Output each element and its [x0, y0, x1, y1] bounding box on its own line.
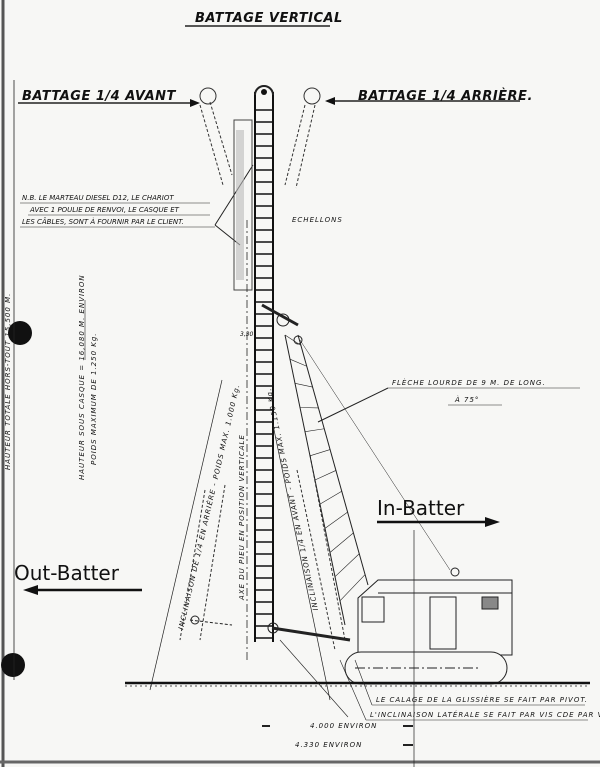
boom — [261, 303, 369, 626]
pivot-note: LE CALAGE DE LA GLISSIÈRE SE FAIT PAR PI… — [376, 695, 588, 704]
boom-lattice-member — [319, 490, 342, 505]
boom-lattice-member — [309, 449, 331, 457]
small-dimension: 3,30 — [240, 331, 254, 338]
boom-lattice-member — [339, 574, 366, 602]
rear-batter-label: BATTAGE 1/4 ARRIÈRE. — [358, 88, 533, 104]
in-batter-arrow-icon — [485, 517, 500, 527]
out-batter-annotation: Out-Batter — [14, 561, 120, 585]
max-weight-label: POIDS MAXIMUM DE 1.250 Kg. — [90, 332, 98, 465]
leader-mast — [254, 85, 274, 642]
guide-arm — [189, 615, 351, 642]
nb-line: N.B. LE MARTEAU DIESEL D12, LE CHARIOT — [22, 194, 174, 202]
boom-lattice-member — [334, 553, 360, 577]
total-height-label: HAUTEUR TOTALE HORS-TOUT 15,500 M. — [4, 293, 12, 470]
rear-inclined-leader — [284, 87, 321, 189]
front-batter-label: BATTAGE 1/4 AVANT — [22, 89, 177, 104]
nb-line: AVEC 1 POULIE DE RENVOI, LE CASQUE ET — [29, 206, 180, 214]
dimension-4000: 4.000 ENVIRON — [310, 722, 377, 730]
diagram-title: BATTAGE VERTICAL — [195, 11, 343, 26]
boom-lattice-member — [329, 532, 354, 553]
boom-lattice-member — [324, 511, 348, 529]
nb-line: LES CÂBLES, SONT À FOURNIR PAR LE CLIENT… — [22, 217, 184, 226]
boom-lattice-member — [314, 470, 337, 481]
boom-angle-label: À 75° — [454, 395, 479, 404]
height-under-cap-label: HAUTEUR SOUS CASQUE = 16,080 M. ENVIRON — [78, 274, 86, 480]
crawler-crane — [344, 567, 513, 685]
lateral-note: L'INCLINAISON LATÉRALE SE FAIT PAR VIS C… — [370, 710, 600, 719]
boom-lattice-member — [289, 358, 307, 367]
front-inclined-leader — [199, 87, 233, 186]
boom-lattice-member — [304, 428, 325, 432]
out-batter-arrow-icon — [23, 585, 38, 595]
diesel-hammer — [233, 119, 253, 291]
boom-lattice-member — [294, 383, 313, 388]
pile-axis-label: AXE DU PIEU EN POSITION VERTICALE — [238, 434, 246, 601]
punch-hole — [1, 653, 25, 677]
in-batter-annotation: In-Batter — [377, 496, 465, 520]
rear-incline-label: INCLINAISON DE 1/4 EN ARRIÈRE - POIDS MA… — [176, 383, 241, 630]
boom-label: FLÈCHE LOURDE DE 9 M. DE LONG. — [392, 378, 546, 387]
dimension-4330: 4.330 ENVIRON — [295, 741, 362, 749]
rungs-label: ECHELLONS — [292, 216, 343, 224]
